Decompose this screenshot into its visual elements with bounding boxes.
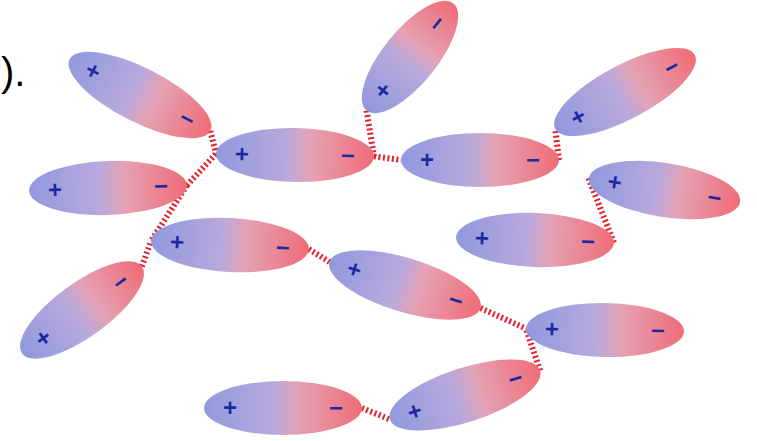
dipole-bond — [142, 241, 151, 267]
dipole-molecule: +− — [27, 157, 189, 219]
dipole-molecule: +− — [320, 235, 489, 335]
dipole-bond — [374, 156, 401, 160]
negative-pole: − — [705, 185, 723, 211]
dipole-molecule: +− — [541, 30, 709, 155]
dipole-bond — [309, 249, 330, 262]
negative-pole: − — [329, 396, 343, 420]
molecule-ellipse — [56, 34, 224, 157]
dipole-molecule: +− — [203, 380, 363, 436]
dipole-molecule: +− — [454, 209, 616, 271]
dipole-molecule: +− — [215, 126, 376, 185]
molecule-ellipse — [5, 243, 159, 376]
positive-pole: + — [605, 169, 623, 195]
positive-pole: + — [545, 317, 559, 341]
dipole-molecule: +− — [5, 243, 159, 376]
dipole-molecule: +− — [583, 150, 745, 230]
positive-pole: + — [169, 230, 184, 255]
molecule-ellipse — [380, 344, 549, 441]
positive-pole: + — [475, 226, 490, 250]
negative-pole: − — [341, 144, 355, 168]
positive-pole: + — [235, 142, 249, 166]
negative-pole: − — [581, 230, 596, 254]
positive-pole: + — [420, 148, 434, 172]
dipole-molecule: +− — [56, 34, 224, 157]
dipole-bond — [187, 154, 216, 186]
dipole-molecule: +− — [149, 213, 312, 277]
negative-pole: − — [526, 148, 540, 172]
molecule-ellipse — [541, 30, 709, 155]
negative-pole: − — [154, 174, 169, 198]
positive-pole: + — [48, 178, 63, 202]
negative-pole: − — [651, 319, 665, 343]
molecule-ellipse — [344, 0, 476, 129]
dipole-molecule: +− — [380, 344, 549, 441]
positive-pole: + — [223, 396, 237, 420]
dipole-bond — [481, 308, 526, 329]
negative-pole: − — [275, 235, 290, 260]
dipole-molecule: +− — [525, 301, 686, 360]
dipole-molecule: +− — [400, 132, 560, 188]
slide-text-fragment: ). — [1, 52, 25, 92]
dipole-bond — [210, 131, 216, 154]
molecule-ellipse — [320, 235, 489, 335]
dipole-bond — [362, 408, 390, 419]
dipole-molecule: +− — [344, 0, 476, 129]
